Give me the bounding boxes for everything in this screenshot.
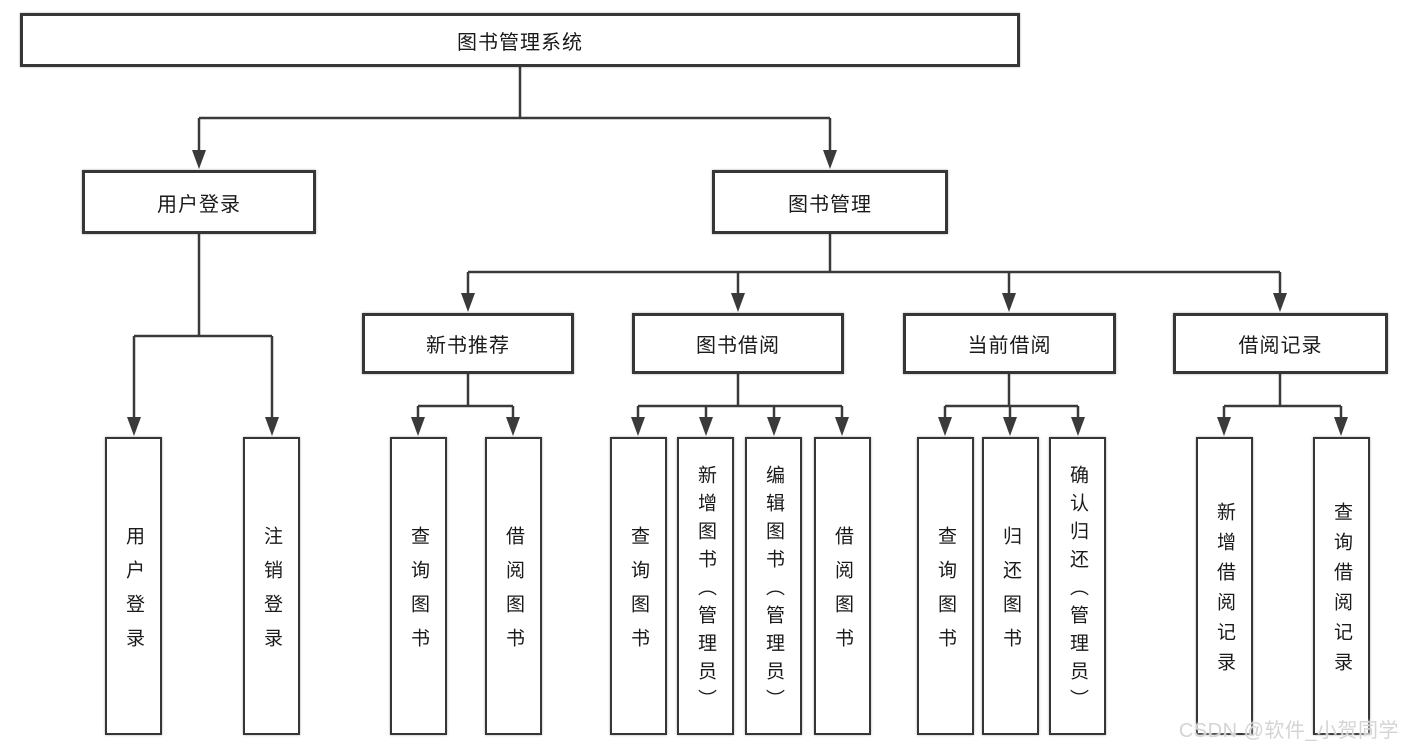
leaf-label: 查询图书 <box>628 525 649 662</box>
node-book-borrowing: 图书借阅 <box>632 313 844 374</box>
leaf-label: 用户登录 <box>123 525 144 662</box>
arrowhead-icons <box>127 150 1348 436</box>
leaf-return-books: 归还图书 <box>982 437 1039 735</box>
leaf-label: 借阅图书 <box>832 525 853 662</box>
csdn-watermark: CSDN @软件_小贺同学 <box>1178 720 1399 742</box>
node-library-system: 图书管理系统 <box>20 13 1020 67</box>
leaf-query-books-borrowing: 查询图书 <box>610 437 667 735</box>
leaf-borrow-books-recommend: 借阅图书 <box>485 437 542 735</box>
leaf-query-books-recommend: 查询图书 <box>390 437 447 735</box>
leaf-query-books-current: 查询图书 <box>917 437 974 735</box>
leaf-label: 查询图书 <box>935 525 956 662</box>
node-borrowing-records: 借阅记录 <box>1173 313 1388 374</box>
leaf-add-borrow-record: 新增借阅记录 <box>1196 437 1253 735</box>
node-user-login: 用户登录 <box>82 170 316 234</box>
leaf-label: 查询图书 <box>408 525 429 662</box>
node-current-borrowing: 当前借阅 <box>903 313 1116 374</box>
leaf-label: 新增借阅记录 <box>1214 501 1235 682</box>
leaf-label: 查询借阅记录 <box>1331 501 1352 682</box>
leaf-label: 注销登录 <box>261 525 282 662</box>
leaf-label: 归还图书 <box>1000 525 1021 662</box>
leaf-label: 编辑图书（管理员） <box>763 464 784 717</box>
node-new-book-recommend: 新书推荐 <box>362 313 574 374</box>
leaf-label: 借阅图书 <box>503 525 524 662</box>
leaf-add-books-admin: 新增图书（管理员） <box>677 437 734 735</box>
leaf-label: 确认归还（管理员） <box>1067 464 1088 717</box>
leaf-edit-books-admin: 编辑图书（管理员） <box>745 437 802 735</box>
leaf-user-login: 用户登录 <box>105 437 162 735</box>
node-book-management: 图书管理 <box>712 170 948 234</box>
leaf-logout-login: 注销登录 <box>243 437 300 735</box>
leaf-label: 新增图书（管理员） <box>695 464 716 717</box>
leaf-query-borrow-record: 查询借阅记录 <box>1313 437 1370 735</box>
leaf-borrow-books-borrowing: 借阅图书 <box>814 437 871 735</box>
leaf-confirm-return-admin: 确认归还（管理员） <box>1049 437 1106 735</box>
